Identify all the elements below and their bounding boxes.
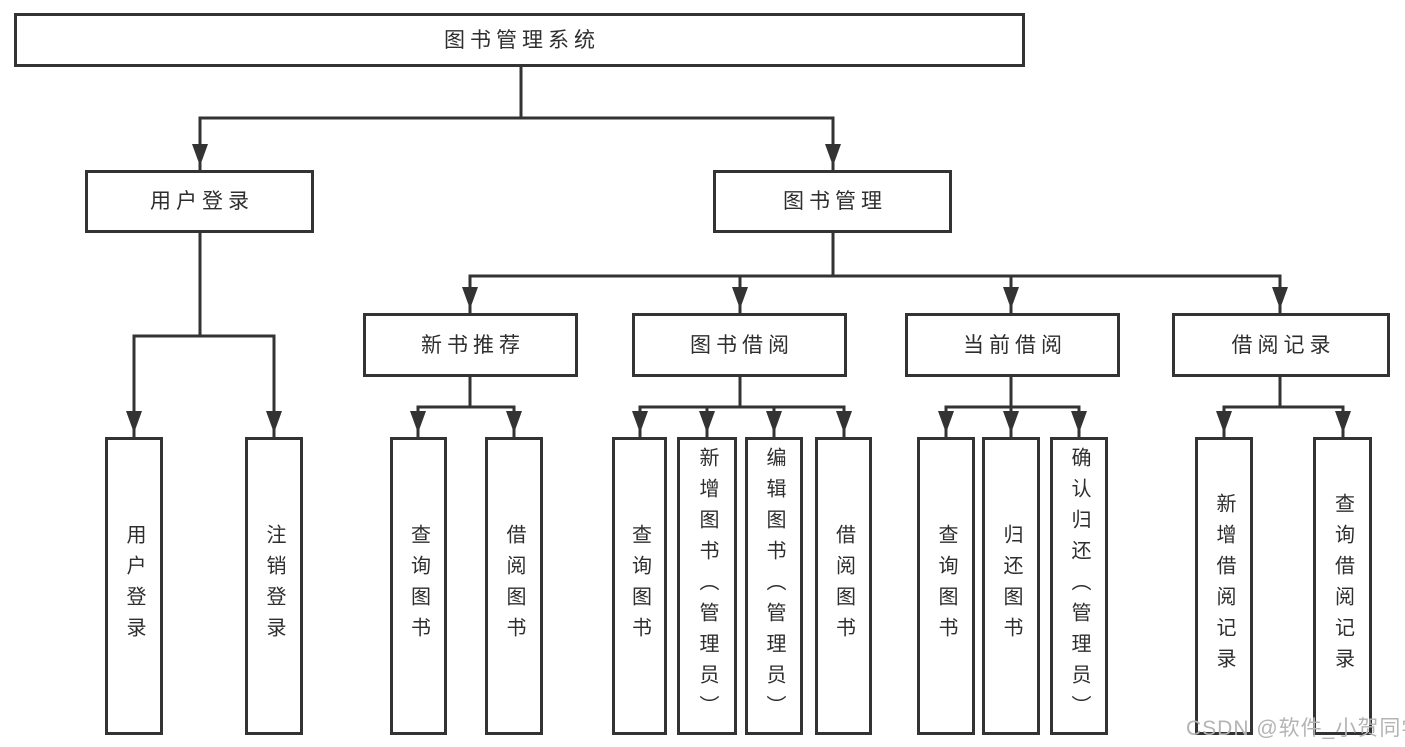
node-edit-books-admin: 编辑图书（管理员） <box>745 437 803 735</box>
node-borrow-books-recommend: 借阅图书 <box>485 437 543 735</box>
arrow-down-icon <box>699 411 715 433</box>
arrow-down-icon <box>506 411 522 433</box>
arrow-down-icon <box>266 411 282 433</box>
node-new-book-recommend-label: 新书推荐 <box>421 333 525 357</box>
connector-new-book-recommend <box>410 375 522 439</box>
node-return-books: 归还图书 <box>982 437 1040 735</box>
node-query-borrow-record: 查询借阅记录 <box>1313 437 1372 735</box>
node-user-login-action: 用户登录 <box>105 437 163 735</box>
node-user-login-label: 用户登录 <box>150 190 254 213</box>
arrow-down-icon <box>938 411 954 433</box>
arrow-down-icon <box>825 144 841 166</box>
connector-book-borrowing <box>632 375 852 439</box>
connector-user-login <box>126 231 282 439</box>
arrow-down-icon <box>462 287 478 309</box>
node-current-borrowing: 当前借阅 <box>905 313 1120 377</box>
arrow-down-icon <box>766 411 782 433</box>
node-logout-action: 注销登录 <box>245 437 303 735</box>
arrow-down-icon <box>126 411 142 433</box>
csdn-watermark: CSDN @软件_小贺同学 <box>1186 717 1405 740</box>
node-book-borrowing: 图书借阅 <box>632 313 847 377</box>
arrow-down-icon <box>632 411 648 433</box>
node-query-books-recommend: 查询图书 <box>390 437 447 735</box>
node-book-management-label: 图书管理 <box>783 190 887 213</box>
node-borrow-books-borrowing: 借阅图书 <box>815 437 872 735</box>
connector-current-borrowing <box>938 375 1087 439</box>
arrow-down-icon <box>1335 411 1351 433</box>
connector-borrowing-records <box>1216 375 1351 439</box>
node-query-books-borrowing: 查询图书 <box>612 437 667 735</box>
arrow-down-icon <box>836 411 852 433</box>
arrow-down-icon <box>1003 411 1019 433</box>
node-user-login: 用户登录 <box>85 170 314 233</box>
node-borrowing-records: 借阅记录 <box>1172 313 1390 377</box>
connector-root <box>192 65 841 172</box>
arrow-down-icon <box>1003 287 1019 309</box>
arrow-down-icon <box>1071 411 1087 433</box>
node-new-book-recommend: 新书推荐 <box>363 313 578 377</box>
node-current-borrowing-label: 当前借阅 <box>963 333 1067 357</box>
node-confirm-return-admin: 确认归还（管理员） <box>1050 437 1108 735</box>
connector-book-management <box>462 231 1288 315</box>
node-root: 图书管理系统 <box>14 13 1025 67</box>
node-book-management: 图书管理 <box>713 170 952 233</box>
node-root-label: 图书管理系统 <box>444 28 600 52</box>
arrow-down-icon <box>192 144 208 166</box>
node-add-borrow-record: 新增借阅记录 <box>1195 437 1253 735</box>
arrow-down-icon <box>410 411 426 433</box>
node-query-books-current: 查询图书 <box>917 437 975 735</box>
arrow-down-icon <box>1216 411 1232 433</box>
node-borrowing-records-label: 借阅记录 <box>1231 333 1336 357</box>
arrow-down-icon <box>1272 287 1288 309</box>
arrow-down-icon <box>732 287 748 309</box>
node-add-books-admin: 新增图书（管理员） <box>677 437 737 735</box>
node-book-borrowing-label: 图书借阅 <box>690 333 794 357</box>
